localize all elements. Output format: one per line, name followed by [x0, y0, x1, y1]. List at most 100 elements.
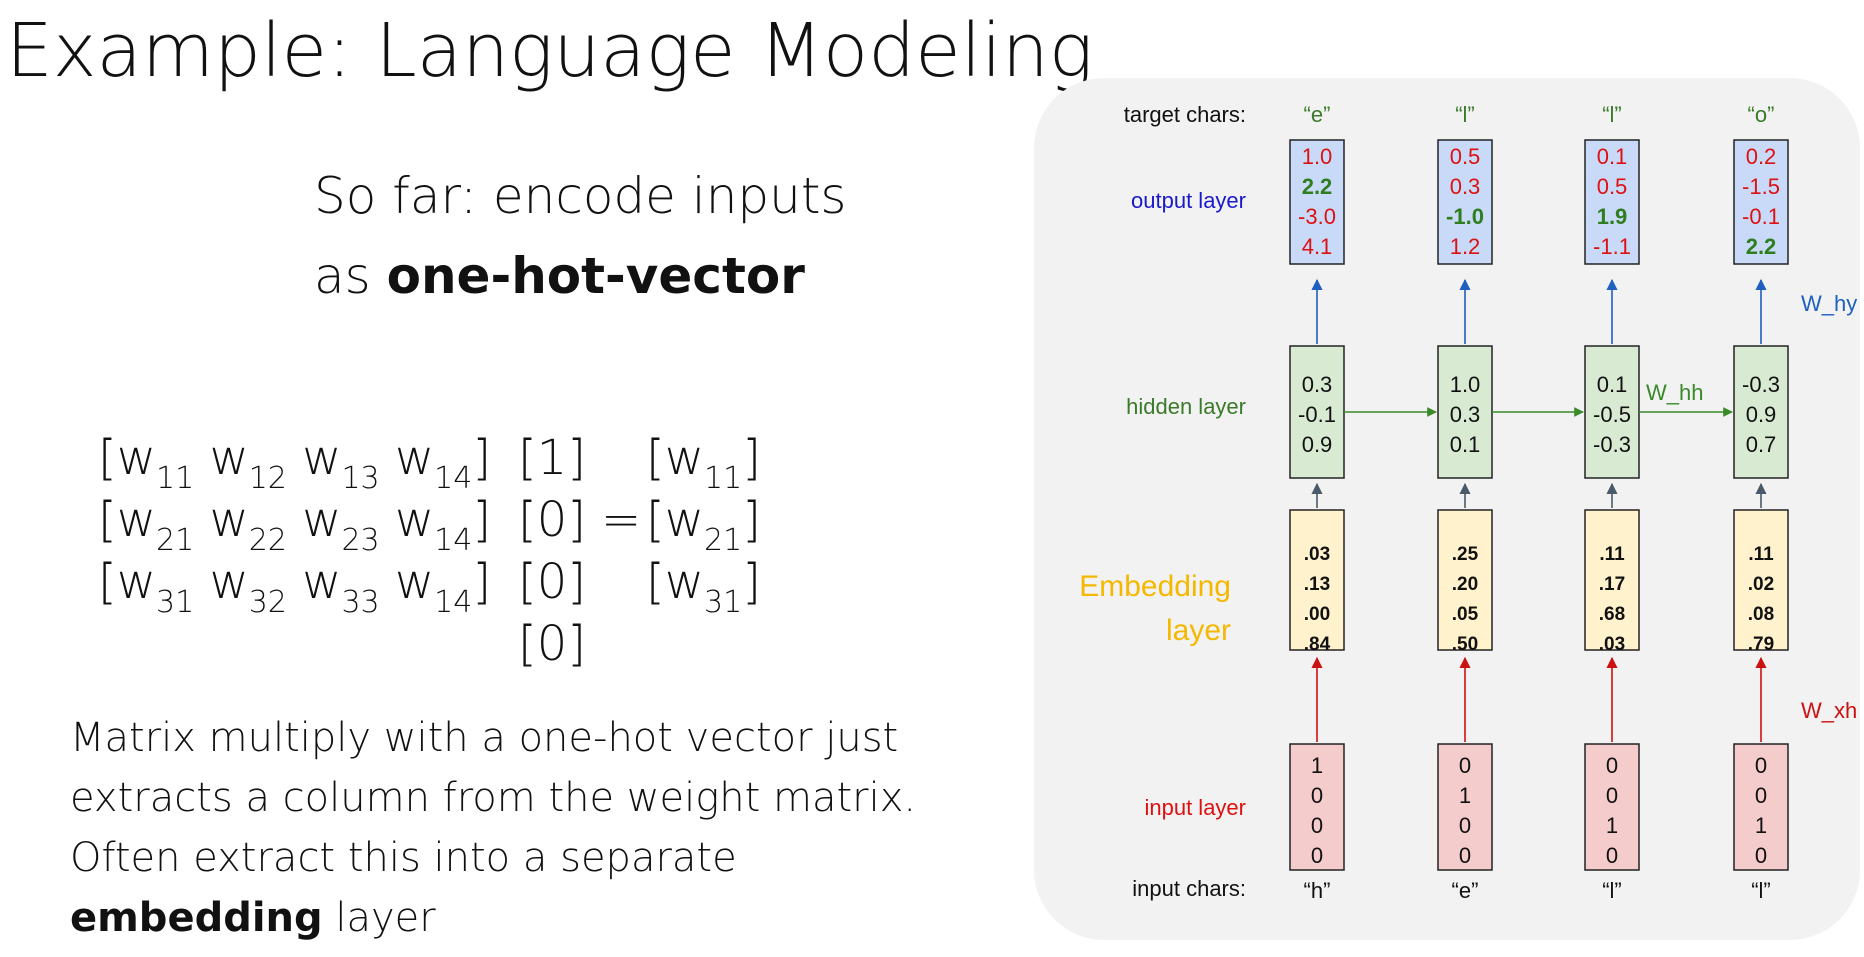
input-value: 1: [1311, 753, 1323, 778]
explanation-line1: Matrix multiply with a one-hot vector ju…: [70, 715, 899, 761]
equals-sign: =: [601, 492, 642, 548]
input-box: [1733, 743, 1789, 871]
output-box: [1733, 139, 1789, 265]
input-box: [1437, 743, 1493, 871]
hidden-value: -0.5: [1593, 402, 1631, 427]
embedding-term: embedding: [70, 895, 323, 941]
output-value: 1.0: [1302, 144, 1333, 169]
input-value: 0: [1459, 843, 1471, 868]
w-hh-label: W_hh: [1646, 380, 1703, 405]
input-value: 0: [1606, 753, 1618, 778]
output-value: -1.5: [1742, 174, 1780, 199]
output-box: [1289, 139, 1345, 265]
hidden-value: 0.9: [1746, 402, 1777, 427]
result-term: w21: [664, 492, 743, 558]
output-value: 0.5: [1597, 174, 1628, 199]
hidden-box: [1584, 345, 1640, 479]
input-char: “e”: [1452, 878, 1479, 903]
one-hot-vector-term: one-hot-vector: [386, 247, 805, 305]
input-char: “l”: [1602, 878, 1622, 903]
target-char: “e”: [1304, 102, 1331, 127]
hidden-value: -0.3: [1742, 372, 1780, 397]
embedding-explanation: Matrix multiply with a one-hot vector ju…: [70, 708, 916, 948]
hidden-layer-label: hidden layer: [1126, 394, 1246, 419]
weight-term: w13: [302, 430, 380, 496]
embedding-layer-label: layer: [1166, 614, 1231, 647]
hidden-value: 0.1: [1597, 372, 1628, 397]
one-hot-entry: [0]: [518, 616, 586, 672]
input-value: 0: [1311, 843, 1323, 868]
one-hot-entry: [1]: [518, 430, 586, 486]
result-term: w11: [664, 430, 743, 496]
output-value: -0.1: [1742, 204, 1780, 229]
target-char: “l”: [1602, 102, 1622, 127]
explanation-line2: extracts a column from the weight matrix…: [70, 775, 917, 821]
hidden-value: 0.3: [1302, 372, 1333, 397]
weight-matrix-row: [w31 w32 w33 w14]: [98, 554, 492, 620]
embedding-value: .17: [1599, 574, 1625, 595]
output-box: [1437, 139, 1493, 265]
embedding-box: [1437, 509, 1493, 651]
input-value: 0: [1459, 753, 1471, 778]
weight-term: w14: [394, 554, 473, 620]
input-chars-label: input chars:: [1132, 876, 1246, 901]
embedding-value: .11: [1599, 544, 1625, 565]
input-layer-label: input layer: [1144, 795, 1246, 820]
embedding-box: [1584, 509, 1640, 651]
output-value: 0.1: [1597, 144, 1628, 169]
output-value: -3.0: [1298, 204, 1336, 229]
hidden-value: 0.1: [1450, 432, 1481, 457]
w-xh-label: W_xh: [1801, 698, 1857, 723]
one-hot-entry: [0]: [518, 492, 586, 548]
input-value: 0: [1606, 783, 1618, 808]
hidden-box: [1437, 345, 1493, 479]
embedding-value: .79: [1748, 634, 1774, 655]
hidden-value: -0.1: [1298, 402, 1336, 427]
encode-inputs-line1: So far: encode inputs: [314, 167, 847, 225]
input-value: 0: [1755, 753, 1767, 778]
weight-matrix-row: [w11 w12 w13 w14]: [98, 430, 492, 496]
weight-term: w21: [116, 492, 195, 558]
output-value: 4.1: [1302, 234, 1333, 259]
embedding-layer-label: Embedding: [1079, 570, 1231, 603]
embedding-value: .50: [1452, 634, 1478, 655]
embedding-value: .20: [1452, 574, 1478, 595]
input-box: [1289, 743, 1345, 871]
output-value: 0.2: [1746, 144, 1777, 169]
weight-term: w33: [302, 554, 380, 620]
embedding-value: .03: [1599, 634, 1625, 655]
output-value: 0.3: [1450, 174, 1481, 199]
weight-term: w11: [116, 430, 195, 496]
embedding-value: .11: [1748, 544, 1774, 565]
output-value: 0.5: [1450, 144, 1481, 169]
embedding-value: .00: [1304, 604, 1330, 625]
embedding-box: [1733, 509, 1789, 651]
embedding-value: .68: [1599, 604, 1625, 625]
input-char: “h”: [1304, 878, 1331, 903]
one-hot-entry: [0]: [518, 554, 586, 610]
input-value: 0: [1311, 783, 1323, 808]
output-value: 1.2: [1450, 234, 1481, 259]
encode-inputs-line2: as one-hot-vector: [314, 236, 846, 316]
input-value: 0: [1755, 783, 1767, 808]
weight-term: w31: [116, 554, 195, 620]
slide-title: Example: Language Modeling: [6, 8, 1094, 94]
result-entry: [w11]: [646, 430, 761, 496]
output-value: -1.1: [1593, 234, 1631, 259]
result-entry: [w31]: [646, 554, 761, 620]
result-entry: [w21]: [646, 492, 761, 558]
result-term: w31: [664, 554, 743, 620]
input-value: 0: [1459, 813, 1471, 838]
weight-term: w23: [302, 492, 380, 558]
embedding-box: [1289, 509, 1345, 651]
weight-term: w32: [209, 554, 287, 620]
target-chars-label: target chars:: [1124, 102, 1246, 127]
hidden-value: 1.0: [1450, 372, 1481, 397]
embedding-rest: layer: [322, 895, 436, 941]
embedding-value: .05: [1452, 604, 1479, 625]
input-value: 1: [1606, 813, 1618, 838]
input-box: [1584, 743, 1640, 871]
hidden-value: 0.9: [1302, 432, 1333, 457]
input-value: 0: [1606, 843, 1618, 868]
